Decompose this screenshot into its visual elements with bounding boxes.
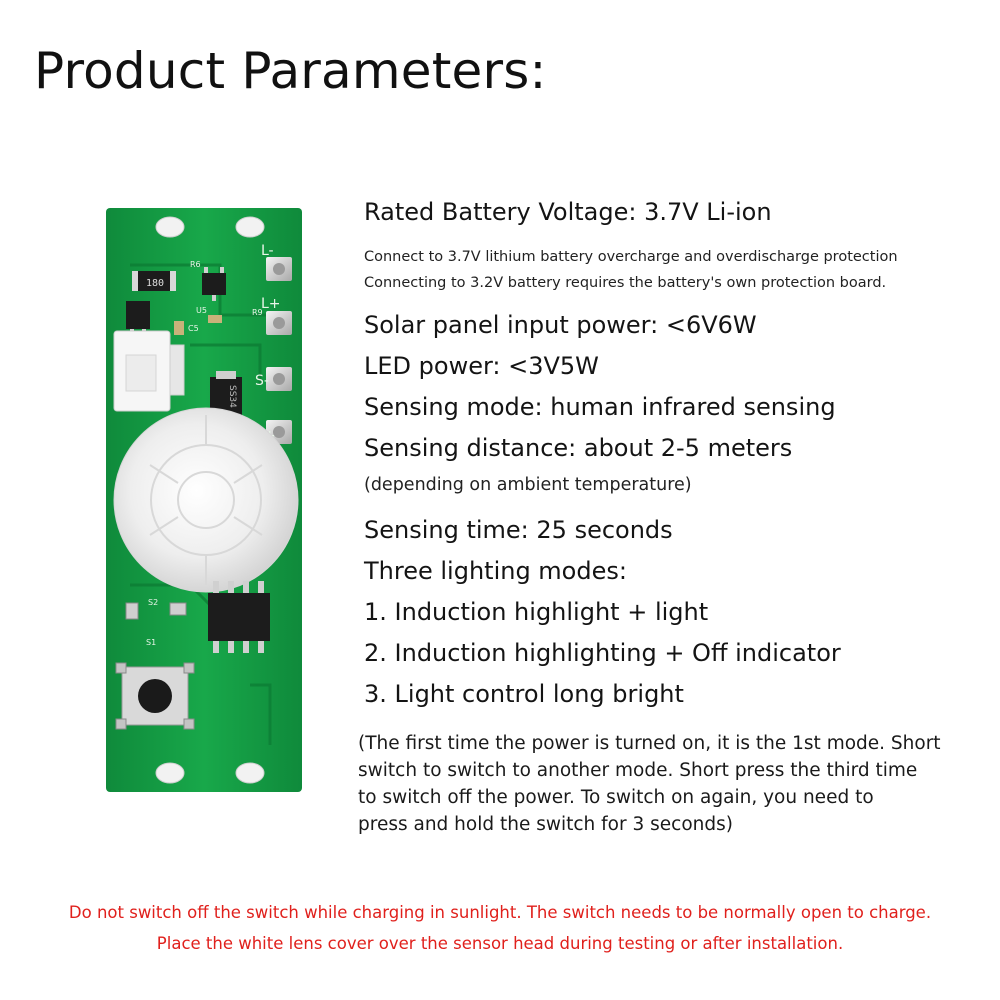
spec-battery-note-1: Connect to 3.7V lithium battery overchar… xyxy=(364,249,898,265)
silk-c5: C5 xyxy=(188,324,199,333)
pcb-board-image: L- L+ S- S+ 180 xyxy=(70,205,310,795)
diode-code: SS34 xyxy=(227,385,237,408)
warning-line-2: Place the white lens cover over the sens… xyxy=(156,934,844,953)
spec-led-power: LED power: <3V5W xyxy=(364,352,599,380)
spec-battery-note-2: Connecting to 3.2V battery requires the … xyxy=(364,275,887,291)
spec-sensing-mode: Sensing mode: human infrared sensing xyxy=(364,393,836,421)
ic-chip xyxy=(208,593,270,641)
mode-note-line-3: to switch off the power. To switch on ag… xyxy=(358,787,874,808)
silk-u5: U5 xyxy=(196,306,207,315)
mode-note-line-2: switch to switch to another mode. Short … xyxy=(358,760,918,781)
terminal-label-s-minus: S- xyxy=(255,373,269,389)
silk-s2: S2 xyxy=(148,598,158,607)
spec-sensing-distance: Sensing distance: about 2-5 meters xyxy=(364,434,793,462)
spec-sensing-time: Sensing time: 25 seconds xyxy=(364,516,673,544)
terminal-label-l-minus: L- xyxy=(261,243,274,259)
spec-mode-3: 3. Light control long bright xyxy=(364,680,684,708)
spec-battery-voltage: Rated Battery Voltage: 3.7V Li-ion xyxy=(364,198,772,226)
mode-note-line-4: press and hold the switch for 3 seconds) xyxy=(358,814,733,835)
mode-note-line-1: (The first time the power is turned on, … xyxy=(358,733,941,754)
mode-explanation-note: (The first time the power is turned on, … xyxy=(358,730,988,838)
terminal-label-l-plus: L+ xyxy=(261,296,281,312)
spec-modes-heading: Three lighting modes: xyxy=(364,557,627,585)
pir-lens-dome xyxy=(113,407,299,593)
spec-mode-1: 1. Induction highlight + light xyxy=(364,598,709,626)
spec-sensing-distance-note: (depending on ambient temperature) xyxy=(364,475,692,495)
page-title: Product Parameters: xyxy=(34,42,547,100)
silk-r9: R9 xyxy=(252,308,263,317)
spec-solar-input: Solar panel input power: <6V6W xyxy=(364,311,757,339)
warning-line-1: Do not switch off the switch while charg… xyxy=(68,903,932,922)
silk-r6: R6 xyxy=(190,260,201,269)
spec-mode-2: 2. Induction highlighting + Off indicato… xyxy=(364,639,841,667)
resistor-code: 180 xyxy=(146,278,164,289)
smd-resistor xyxy=(136,271,172,291)
silk-s1: S1 xyxy=(146,638,156,647)
